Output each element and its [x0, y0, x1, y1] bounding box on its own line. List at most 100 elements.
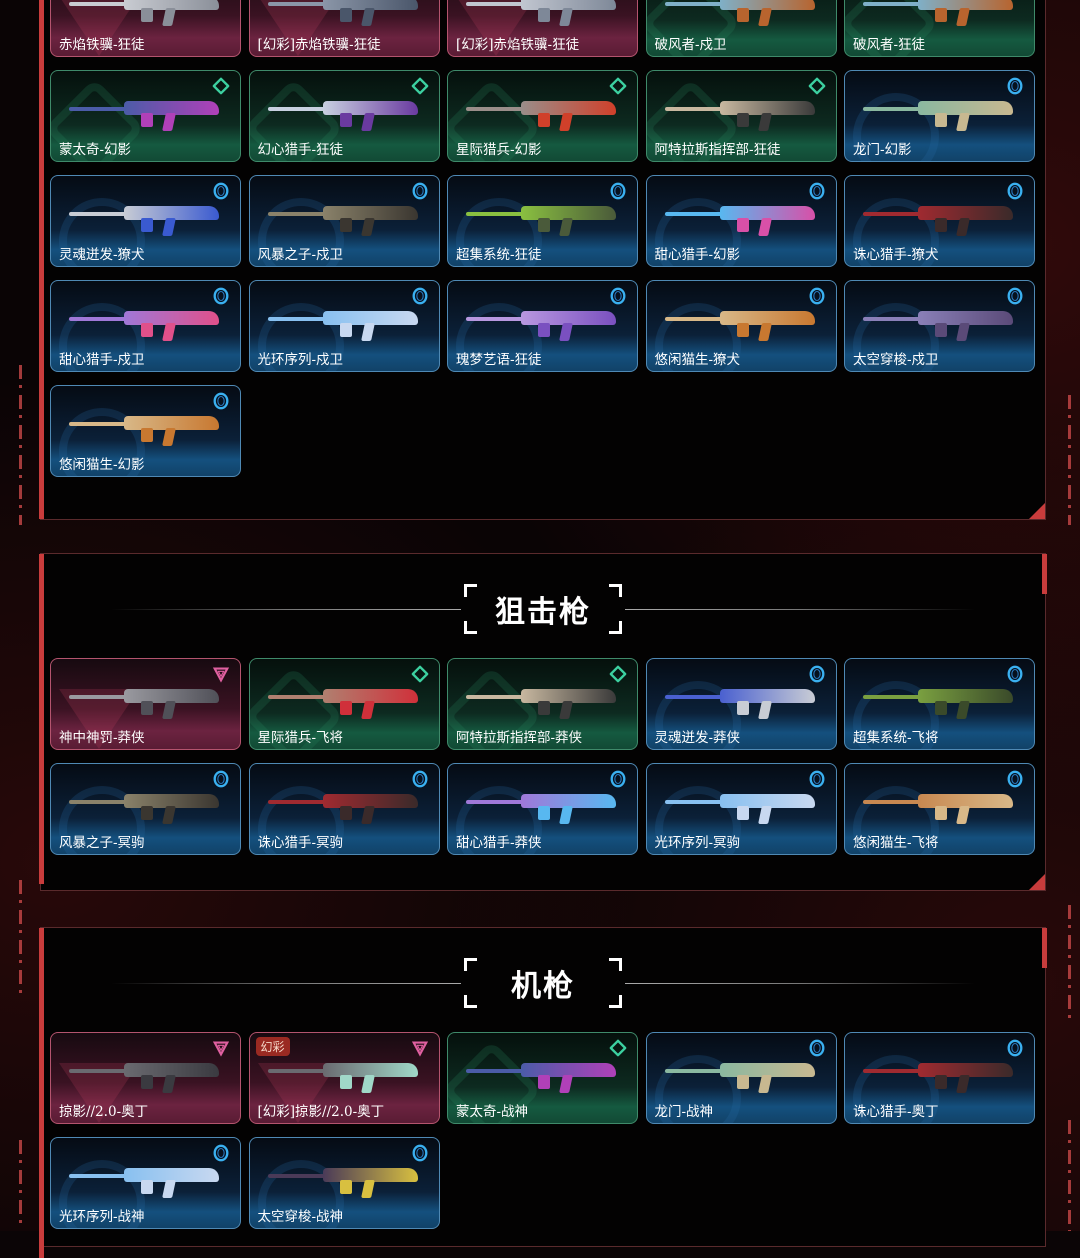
weapon-skin-image — [267, 95, 423, 131]
skin-name: [幻彩]掠影//2.0-奥丁 — [257, 1104, 385, 1120]
skin-name: 灵魂迸发-獠犬 — [59, 247, 145, 263]
skin-card[interactable]: 悠闲猫生-幻影 — [50, 385, 241, 477]
ring-tier-icon — [213, 1144, 229, 1162]
skin-card[interactable]: 蒙太奇-战神 — [447, 1032, 638, 1124]
skin-name: 赤焰铁骥-狂徒 — [59, 37, 145, 53]
header-line-right — [625, 609, 975, 610]
skin-name: 诛心猎手-冥驹 — [257, 835, 344, 851]
skin-card[interactable]: [幻彩]赤焰铁骥-狂徒 — [248, 0, 440, 57]
ring-tier-icon — [809, 287, 824, 305]
weapon-skin-image — [863, 200, 1018, 236]
weapon-skin-image — [69, 788, 224, 824]
skin-card[interactable]: 阿特拉斯指挥部-莽侠 — [447, 658, 638, 750]
skin-card[interactable]: 星际猎兵-飞将 — [248, 658, 440, 750]
ring-tier-icon — [809, 1039, 824, 1057]
skin-name: 诛心猎手-奥丁 — [853, 1104, 939, 1120]
tier-watermark — [59, 303, 145, 371]
skin-card[interactable]: 太空穿梭-战神 — [248, 1137, 440, 1229]
ring-tier-icon — [1007, 1039, 1023, 1057]
skin-name: 星际猎兵-幻影 — [456, 142, 542, 158]
skin-card[interactable]: 诛心猎手-冥驹 — [248, 763, 440, 855]
skin-name: 诛心猎手-獠犬 — [853, 247, 939, 263]
skin-card[interactable]: 诛心猎手-奥丁 — [844, 1032, 1035, 1124]
weapon-skin-image — [466, 200, 621, 236]
weapon-skin-image — [69, 200, 224, 236]
tier-watermark — [853, 681, 939, 749]
tier-watermark — [456, 303, 542, 371]
skin-card[interactable]: 光环序列-戍卫 — [248, 280, 440, 372]
header-line-left — [111, 609, 461, 610]
skin-card[interactable]: [幻彩]赤焰铁骥-狂徒 — [447, 0, 638, 57]
skin-name: 阿特拉斯指挥部-莽侠 — [456, 730, 583, 746]
skin-card[interactable]: 甜心猎手-幻影 — [645, 175, 837, 267]
weapon-skin-image — [267, 305, 423, 341]
skin-card[interactable]: 风暴之子-戍卫 — [248, 175, 440, 267]
skin-card[interactable]: 光环序列-战神 — [50, 1137, 241, 1229]
panel-right-accent — [1042, 928, 1047, 968]
skin-name: 甜心猎手-幻影 — [654, 247, 741, 263]
tier-watermark — [654, 786, 741, 854]
weapon-skin-image — [664, 788, 820, 824]
skin-card[interactable]: 星际猎兵-幻影 — [447, 70, 638, 162]
weapon-skin-image — [69, 683, 224, 719]
skin-name: 光环序列-戍卫 — [257, 352, 344, 368]
weapon-skin-image — [664, 95, 820, 131]
panel-machine-gun: 机枪 掠影//2.0-奥丁 [幻彩]掠影//2.0-奥丁 幻彩 蒙太奇-战神 龙… — [39, 927, 1047, 1258]
skin-card[interactable]: 超集系统-狂徒 — [447, 175, 638, 267]
skin-card[interactable]: 龙门-战神 — [645, 1032, 837, 1124]
skin-card[interactable]: 阿特拉斯指挥部-狂徒 — [645, 70, 837, 162]
tier-watermark — [853, 93, 939, 161]
weapon-skin-image — [863, 305, 1018, 341]
skin-card[interactable]: 龙门-幻影 — [844, 70, 1035, 162]
diamond-tier-icon — [212, 77, 230, 95]
skin-name: 蒙太奇-战神 — [456, 1104, 529, 1120]
panel-right-accent — [1042, 554, 1047, 594]
skin-grid-sniper: 神中神罚-莽侠 星际猎兵-飞将 阿特拉斯指挥部-莽侠 灵魂迸发-莽侠 超集系统-… — [50, 658, 1035, 855]
tier-watermark — [257, 198, 344, 266]
diamond-tier-icon — [411, 665, 428, 683]
skin-card[interactable]: 灵魂迸发-獠犬 — [50, 175, 241, 267]
weapon-skin-image — [664, 683, 820, 719]
skin-card[interactable]: 太空穿梭-戍卫 — [844, 280, 1035, 372]
skin-card[interactable]: 掠影//2.0-奥丁 — [50, 1032, 241, 1124]
skin-card[interactable]: 超集系统-飞将 — [844, 658, 1035, 750]
ring-tier-icon — [412, 182, 427, 200]
skin-name: [幻彩]赤焰铁骥-狂徒 — [257, 37, 381, 53]
weapon-skin-image — [69, 95, 224, 131]
skin-name: 风暴之子-冥驹 — [59, 835, 145, 851]
skin-card[interactable]: 蒙太奇-幻影 — [50, 70, 241, 162]
weapon-skin-image — [69, 0, 224, 26]
skin-card[interactable]: 光环序列-冥驹 — [645, 763, 837, 855]
tier-watermark — [257, 303, 344, 371]
ring-tier-icon — [213, 770, 229, 788]
skin-grid-rifles: 赤焰铁骥-狂徒 [幻彩]赤焰铁骥-狂徒 [幻彩]赤焰铁骥-狂徒 破风者-戍卫 破… — [50, 0, 1035, 477]
skin-name: 破风者-狂徒 — [853, 37, 926, 53]
skin-card[interactable]: 灵魂迸发-莽侠 — [645, 658, 837, 750]
skin-name: 风暴之子-戍卫 — [257, 247, 344, 263]
skin-card[interactable]: 悠闲猫生-獠犬 — [645, 280, 837, 372]
skin-card[interactable]: 瑰梦艺语-狂徒 — [447, 280, 638, 372]
skin-name: 太空穿梭-戍卫 — [853, 352, 939, 368]
skin-card[interactable]: 神中神罚-莽侠 — [50, 658, 241, 750]
skin-name: 神中神罚-莽侠 — [59, 730, 145, 746]
skin-name: 幻心猎手-狂徒 — [257, 142, 344, 158]
skin-card[interactable]: 破风者-狂徒 — [844, 0, 1035, 57]
header-bracket: 狙击枪 — [464, 584, 622, 634]
left-dash-decor — [19, 365, 22, 525]
skin-card[interactable]: 甜心猎手-戍卫 — [50, 280, 241, 372]
skin-card[interactable]: 幻心猎手-狂徒 — [248, 70, 440, 162]
skin-card[interactable]: [幻彩]掠影//2.0-奥丁 幻彩 — [248, 1032, 440, 1124]
skin-name: 瑰梦艺语-狂徒 — [456, 352, 542, 368]
ring-tier-icon — [1007, 182, 1023, 200]
skin-card[interactable]: 甜心猎手-莽侠 — [447, 763, 638, 855]
skin-card[interactable]: 赤焰铁骥-狂徒 — [50, 0, 241, 57]
ring-tier-icon — [1007, 77, 1023, 95]
skin-card[interactable]: 破风者-戍卫 — [645, 0, 837, 57]
tier-watermark — [654, 681, 741, 749]
skin-card[interactable]: 风暴之子-冥驹 — [50, 763, 241, 855]
skin-card[interactable]: 悠闲猫生-飞将 — [844, 763, 1035, 855]
skin-card[interactable]: 诛心猎手-獠犬 — [844, 175, 1035, 267]
skin-name: 光环序列-冥驹 — [654, 835, 741, 851]
skin-name: 超集系统-飞将 — [853, 730, 939, 746]
weapon-skin-image — [69, 305, 224, 341]
